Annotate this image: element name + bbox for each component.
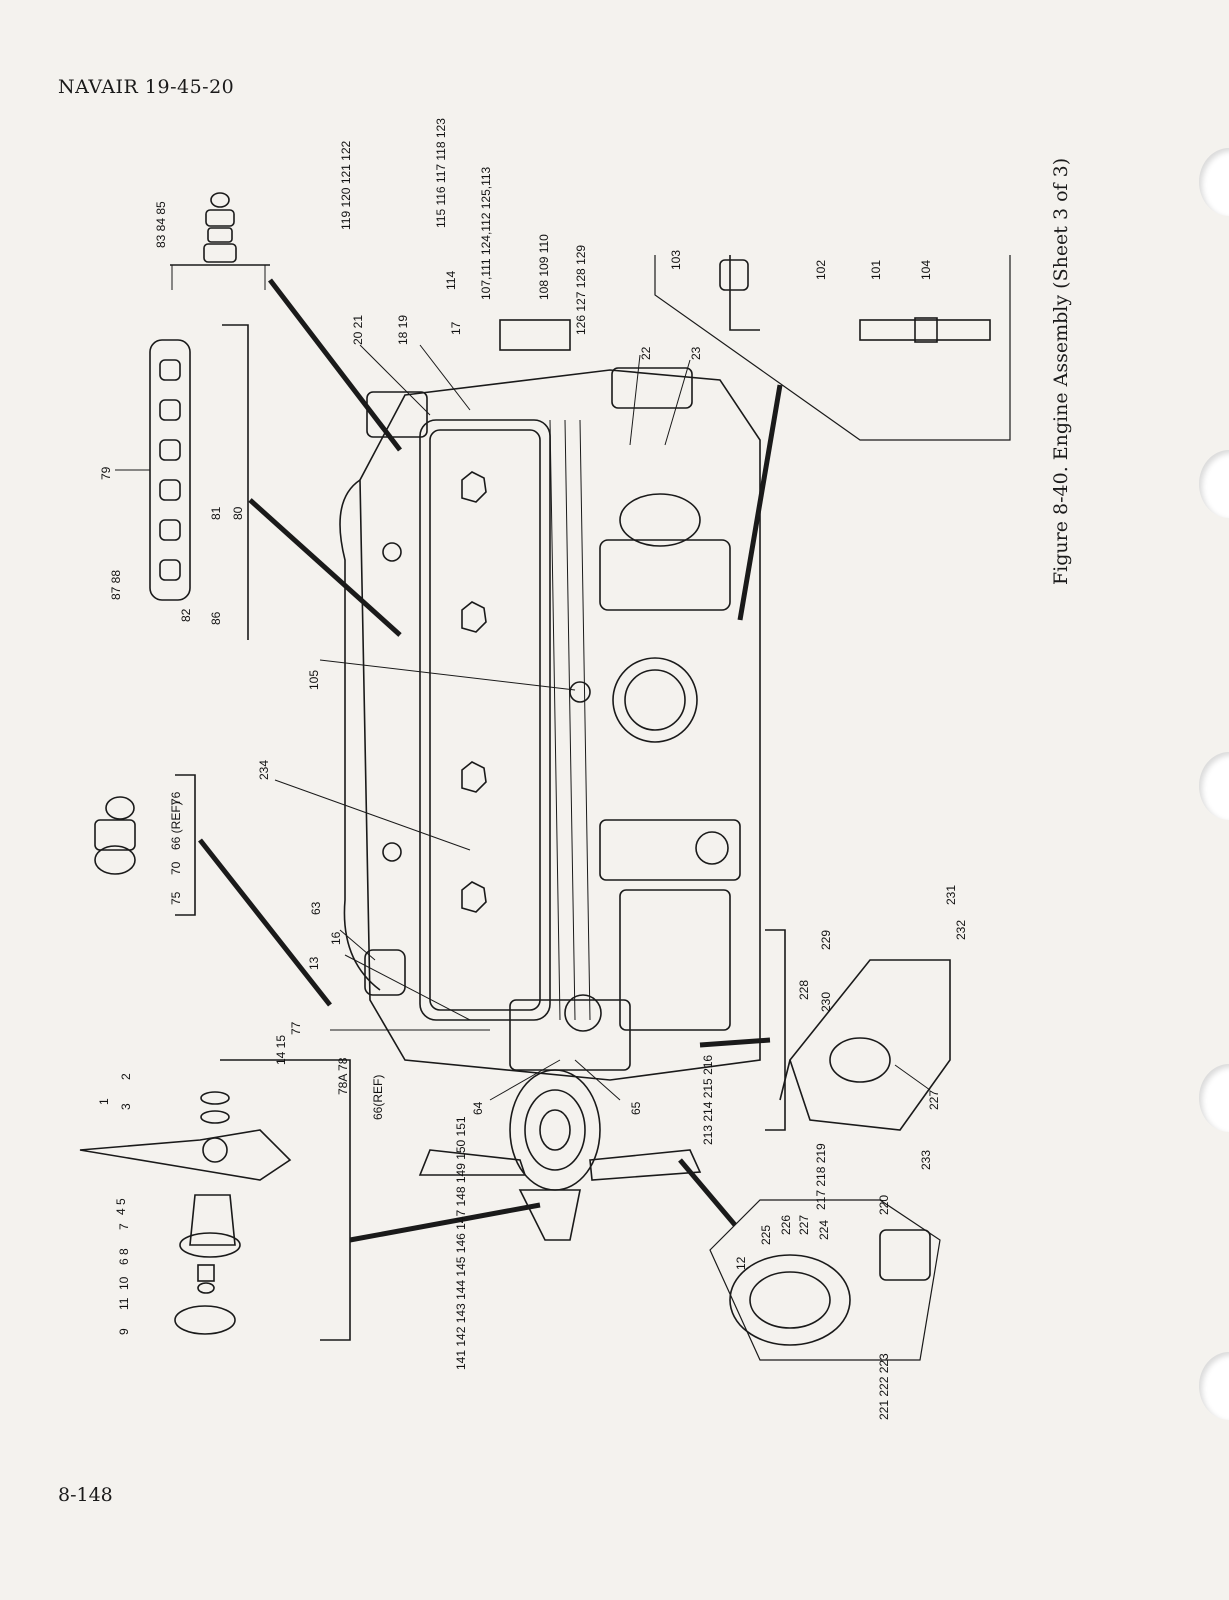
valve-cover <box>419 419 551 1021</box>
callout-7: 7 <box>117 1223 131 1230</box>
callout-leaders <box>115 344 931 1101</box>
callout-8: 8 <box>117 1248 131 1255</box>
callout-12: 12 <box>734 1256 748 1270</box>
callout-6: 6 <box>117 1258 131 1265</box>
callout-11: 11 <box>117 1297 131 1310</box>
callout-221-223: 221 222 223 <box>877 1353 891 1420</box>
callout-229: 229 <box>819 930 833 950</box>
callout-217-219: 217 218 219 <box>814 1143 828 1210</box>
fitting-83-85 <box>203 192 237 263</box>
callout-232: 232 <box>954 920 968 940</box>
callout-75: 75 <box>169 891 183 905</box>
callout-228: 228 <box>797 980 811 1000</box>
callout-80: 80 <box>231 506 245 520</box>
fan-assembly <box>418 1069 702 1241</box>
callout-23: 23 <box>689 346 703 360</box>
callout-63: 63 <box>309 901 323 915</box>
callout-101: 101 <box>869 260 883 280</box>
callout-81: 81 <box>209 506 223 520</box>
callout-83-84-85: 83 84 85 <box>154 201 168 248</box>
callout-77: 77 <box>289 1021 303 1035</box>
callout-234: 234 <box>257 760 271 780</box>
callout-9: 9 <box>117 1328 131 1335</box>
callout-70: 70 <box>169 861 183 875</box>
part-63 <box>364 949 406 996</box>
callout-114: 114 <box>444 271 458 290</box>
callout-65: 65 <box>629 1101 643 1115</box>
water-pump <box>94 796 136 875</box>
exhaust-manifold <box>149 339 191 601</box>
callout-87-88: 87 88 <box>109 570 123 600</box>
callout-231: 231 <box>944 885 958 905</box>
part-108 <box>499 319 571 351</box>
callout-126-129: 126 127 128 129 <box>574 245 588 335</box>
callout-227-a: 227 <box>927 1090 941 1110</box>
callout-78a-78: 78A 78 <box>336 1057 350 1095</box>
part-105 <box>569 681 591 703</box>
callout-102: 102 <box>814 260 828 280</box>
callout-226: 226 <box>779 1215 793 1235</box>
callout-76: 76 <box>169 791 183 805</box>
callout-104: 104 <box>919 260 933 280</box>
engine-block <box>339 319 761 1081</box>
callout-4-5: 4 5 <box>114 1198 128 1215</box>
callout-220: 220 <box>877 1195 891 1215</box>
callout-66-ref: 66 (REF) <box>169 801 183 850</box>
flywheel-housing-bracket <box>779 959 951 1131</box>
callout-20-21: 20 21 <box>351 315 365 345</box>
tubing-101-104 <box>719 255 991 343</box>
callout-22: 22 <box>639 346 653 360</box>
callout-2: 2 <box>119 1073 133 1080</box>
leader-lines <box>198 278 783 1243</box>
callout-16: 16 <box>329 931 343 945</box>
callout-107: 107,111 124,112 125,113 <box>479 166 493 300</box>
callout-3: 3 <box>119 1103 133 1110</box>
callout-14-15: 14 15 <box>274 1035 288 1065</box>
page-number: 8-148 <box>58 1484 113 1506</box>
housing-outlet <box>612 657 698 743</box>
callout-103: 103 <box>669 250 683 270</box>
callout-227-b: 227 <box>797 1215 811 1235</box>
callout-230: 230 <box>819 992 833 1012</box>
callout-17: 17 <box>449 321 463 335</box>
callout-141-151: 141 142 143 144 145 146 147 148 149 150 … <box>454 1116 468 1370</box>
callout-64: 64 <box>471 1101 485 1115</box>
callout-115-123: 115 116 117 118 123 <box>434 118 448 228</box>
callout-105: 105 <box>307 670 321 690</box>
callout-225: 225 <box>759 1225 773 1245</box>
callout-108-110: 108 109 110 <box>537 234 551 300</box>
document-number: NAVAIR 19-45-20 <box>58 76 235 98</box>
callout-119-122: 119 120 121 122 <box>339 140 353 230</box>
callout-13: 13 <box>307 956 321 970</box>
callout-213-216: 213 214 215 216 <box>701 1055 715 1145</box>
fan-parts <box>79 1091 292 1335</box>
flywheel-detail <box>709 1199 941 1361</box>
callout-82: 82 <box>179 608 193 622</box>
callout-66-ref-b: 66(REF) <box>371 1075 385 1120</box>
callout-233: 233 <box>919 1150 933 1170</box>
callout-224: 224 <box>817 1220 831 1240</box>
callout-79: 79 <box>99 466 113 480</box>
callout-1: 1 <box>97 1098 111 1105</box>
callout-10: 10 <box>117 1276 131 1290</box>
callout-18-19: 18 19 <box>396 315 410 345</box>
callout-86: 86 <box>209 611 223 625</box>
